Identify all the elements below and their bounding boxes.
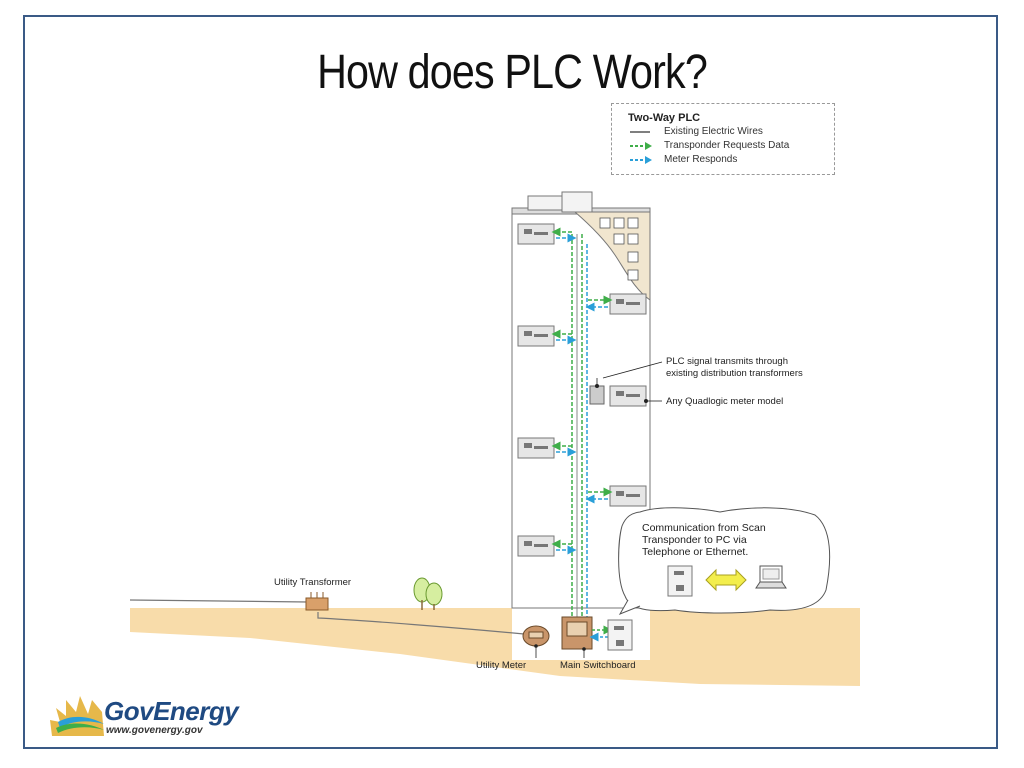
slide-title: How does PLC Work? <box>317 46 708 99</box>
govenergy-logo-mark <box>50 696 104 736</box>
callout-meter-model: Any Quadlogic meter model <box>666 396 784 407</box>
communication-line2: Transponder to PC via <box>642 534 747 546</box>
legend-title: Two-Way PLC <box>628 112 701 124</box>
legend-label-request: Transponder Requests Data <box>664 140 790 151</box>
scan-transponder <box>607 619 633 651</box>
callout-plc-signal-line2: existing distribution transformers <box>666 368 803 379</box>
trees <box>413 577 443 610</box>
main-switchboard <box>561 616 613 658</box>
ground <box>130 608 860 686</box>
signal-branches-right <box>585 295 613 504</box>
legend-label-wires: Existing Electric Wires <box>664 126 763 137</box>
label-main-switchboard: Main Switchboard <box>560 660 636 671</box>
utility-transformer-shape <box>305 592 329 611</box>
legend-item-response: Meter Responds <box>628 154 737 165</box>
distribution-transformer <box>589 385 605 405</box>
utility-meter <box>522 625 550 658</box>
label-utility-meter: Utility Meter <box>476 660 527 671</box>
legend-item-wires: Existing Electric Wires <box>628 126 763 137</box>
communication-line3: Telephone or Ethernet. <box>642 546 749 558</box>
signal-branches-left <box>551 227 577 555</box>
utility-wire <box>129 599 309 603</box>
logo-url: www.govenergy.gov <box>106 725 203 736</box>
legend-item-request: Transponder Requests Data <box>628 140 789 151</box>
bubble-transponder-icon <box>667 565 693 597</box>
facade-windows <box>599 217 639 281</box>
communication-line1: Communication from Scan <box>642 522 766 534</box>
bidirectional-arrow-icon <box>705 568 747 592</box>
logo-name: GovEnergy <box>104 696 239 726</box>
communication-text: Communication from Scan Transponder to P… <box>642 522 802 558</box>
computer-icon <box>755 565 787 589</box>
label-utility-transformer: Utility Transformer <box>274 577 352 588</box>
callout-plc-signal-line1: PLC signal transmits through <box>666 356 788 367</box>
legend-label-response: Meter Responds <box>664 154 738 165</box>
legend: Two-Way PLC Existing Electric Wires Tran… <box>611 103 835 175</box>
